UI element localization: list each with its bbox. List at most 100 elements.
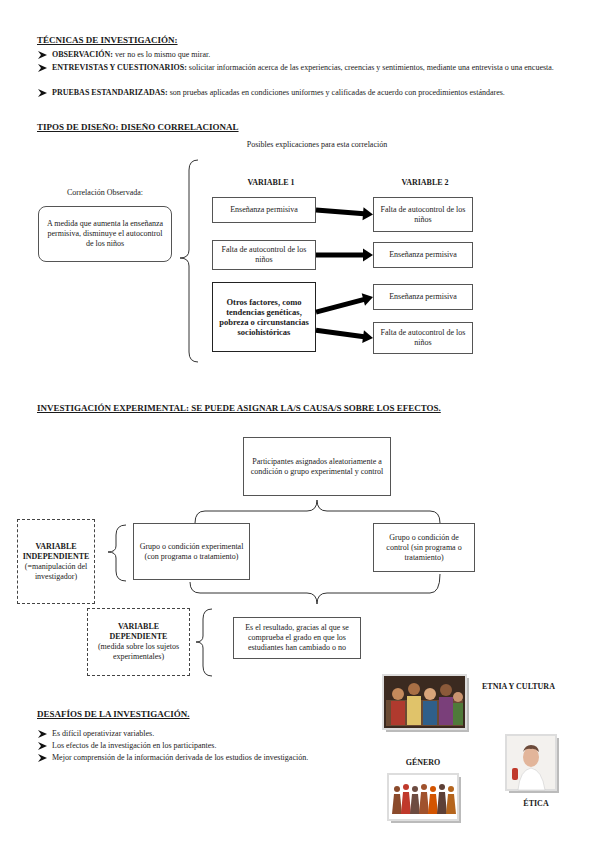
arrow-shaft [316, 299, 364, 312]
label-text: solicitar información acerca de las expe… [189, 63, 554, 72]
bullet-arrow [38, 742, 47, 750]
box-text: Otros factores, como tendencias genética… [217, 297, 311, 337]
bullet-arrow [38, 64, 47, 72]
label-text: ÉTICA [523, 799, 548, 808]
term: PRUEBAS ESTANDARIZADAS: [52, 88, 168, 97]
arrow-head [362, 293, 373, 306]
label-text: INVESTIGACIÓN EXPERIMENTAL: SE PUEDE ASI… [37, 403, 441, 413]
block-arrow [316, 293, 373, 312]
label-text: Posibles explicaciones para esta correla… [247, 140, 387, 149]
label-text: Los efectos de la investigación en los p… [52, 741, 216, 750]
photo-body [407, 696, 421, 725]
photo-body [453, 703, 463, 725]
box-text: Falta de autocontrol de los niños [378, 328, 468, 348]
term: ENTREVISTAS Y CUESTIONARIOS: [52, 63, 187, 72]
label-text: VARIABLE 2 [401, 178, 448, 187]
variable-box: Falta de autocontrol de los niños [373, 322, 473, 354]
bullet-arrow [38, 730, 47, 738]
image-label: GÉNERO [393, 758, 453, 769]
factors-box: Otros factores, como tendencias genética… [212, 282, 316, 352]
block-arrow [316, 330, 373, 343]
box-text: Enseñanza permisiva [389, 292, 457, 302]
label-text: DESAFÍOS DE LA INVESTIGACIÓN. [37, 709, 190, 719]
arrow-shaft [316, 210, 364, 214]
variable-box: Falta de autocontrol de los niños [212, 240, 316, 270]
arrow-shaft [316, 330, 364, 336]
photo-frame [383, 675, 466, 729]
label-text: son pruebas aplicadas en condiciones uni… [170, 88, 505, 97]
curly-brace [108, 525, 126, 581]
bullet-item: PRUEBAS ESTANDARIZADAS:son pruebas aplic… [52, 88, 567, 99]
box-text: Grupo o condición experimental (con prog… [138, 542, 245, 562]
bullet-item: Es difícil operativizar variables. [52, 729, 382, 740]
box-text: (=manipulación del investigador) [22, 562, 90, 582]
photo-body [439, 697, 453, 725]
result-box: Es el resultado, gracias al que se compr… [233, 617, 361, 659]
bullet-item: ENTREVISTAS Y CUESTIONARIOS:solicitar in… [52, 63, 567, 74]
arrow-shaft [316, 253, 364, 258]
group-box: Grupo o condición experimental (con prog… [133, 523, 250, 580]
column-heading: VARIABLE 2 [380, 178, 470, 189]
image-label: ETNIA Y CULTURA [482, 682, 592, 693]
variable-box: Enseñanza permisiva [373, 242, 473, 268]
variable-box: Falta de autocontrol de los niños [373, 197, 473, 232]
paper-chain [392, 784, 456, 814]
bullet-item: OBSERVACIÓN:ver no es lo mismo que mirar… [52, 50, 567, 61]
label-text: TÉCNICAS DE INVESTIGACIÓN: [37, 35, 178, 45]
section-heading: DESAFÍOS DE LA INVESTIGACIÓN. [37, 709, 337, 720]
photo-body [423, 701, 437, 725]
term: OBSERVACIÓN: [52, 50, 113, 59]
variable-note-box: VARIABLE INDEPENDIENTE(=manipulación del… [17, 519, 95, 604]
label-text: GÉNERO [406, 758, 441, 767]
curly-brace [180, 160, 198, 362]
box-text: Falta de autocontrol de los niños [217, 245, 311, 265]
variable-note-box: VARIABLE DEPENDIENTE(medida sobre los su… [87, 608, 190, 676]
curly-brace [196, 609, 212, 676]
bullet-arrow [38, 754, 47, 762]
box-text: Enseñanza permisiva [389, 250, 457, 260]
photo-gender [388, 774, 461, 823]
bullet-arrow [38, 89, 47, 97]
arrow-head [363, 249, 373, 262]
label-text: ver no es lo mismo que mirar. [115, 50, 210, 59]
photo-head [440, 684, 452, 696]
section-heading: INVESTIGACIÓN EXPERIMENTAL: SE PUEDE ASI… [37, 403, 582, 414]
group-box: Grupo o condición de control (sin progra… [373, 523, 475, 572]
box-heading: Correlación Observada: [39, 188, 171, 198]
bullet-arrow [38, 51, 47, 59]
photo-head [453, 692, 463, 702]
label-text: TIPOS DE DISEÑO: DISEÑO CORRELACIONAL [37, 122, 239, 132]
label-text: ETNIA Y CULTURA [482, 682, 555, 691]
bullet-item: Mejor comprensión de la información deri… [52, 753, 382, 764]
box-text: Grupo o condición de control (sin progra… [378, 533, 470, 563]
box-text: Enseñanza permisiva [230, 205, 298, 215]
box-text: (medida sobre los sujetos experimentales… [92, 642, 185, 662]
box-text: Es el resultado, gracias al que se compr… [238, 623, 356, 653]
curly-brace [195, 500, 440, 523]
portrait-glass [512, 768, 518, 780]
box-text: A medida que aumenta la enseñanza permis… [43, 219, 167, 249]
portrait-hair [523, 745, 539, 752]
section-heading: TIPOS DE DISEÑO: DISEÑO CORRELACIONAL [37, 122, 437, 133]
variable-box: Enseñanza permisiva [373, 284, 473, 310]
observation-box: Correlación Observada:A medida que aumen… [38, 206, 172, 262]
arrow-head [362, 330, 373, 343]
label-text: VARIABLE 1 [247, 178, 294, 187]
portrait-shirt [518, 768, 545, 790]
photo-head [408, 683, 420, 695]
caption-text: Posibles explicaciones para esta correla… [197, 140, 437, 151]
arrow-head [363, 207, 373, 220]
box-text: Participantes asignados aleatoriamente a… [248, 457, 386, 477]
column-heading: VARIABLE 1 [226, 178, 316, 189]
photo-head [392, 688, 404, 700]
photo-frame [506, 735, 556, 790]
block-arrow [316, 207, 373, 220]
variable-box: Enseñanza permisiva [212, 197, 316, 223]
block-arrow [316, 249, 373, 262]
photo-ethnicity [383, 675, 469, 732]
box-text: Falta de autocontrol de los niños [378, 205, 468, 225]
box-heading: VARIABLE DEPENDIENTE [92, 622, 185, 642]
section-heading: TÉCNICAS DE INVESTIGACIÓN: [37, 35, 437, 46]
